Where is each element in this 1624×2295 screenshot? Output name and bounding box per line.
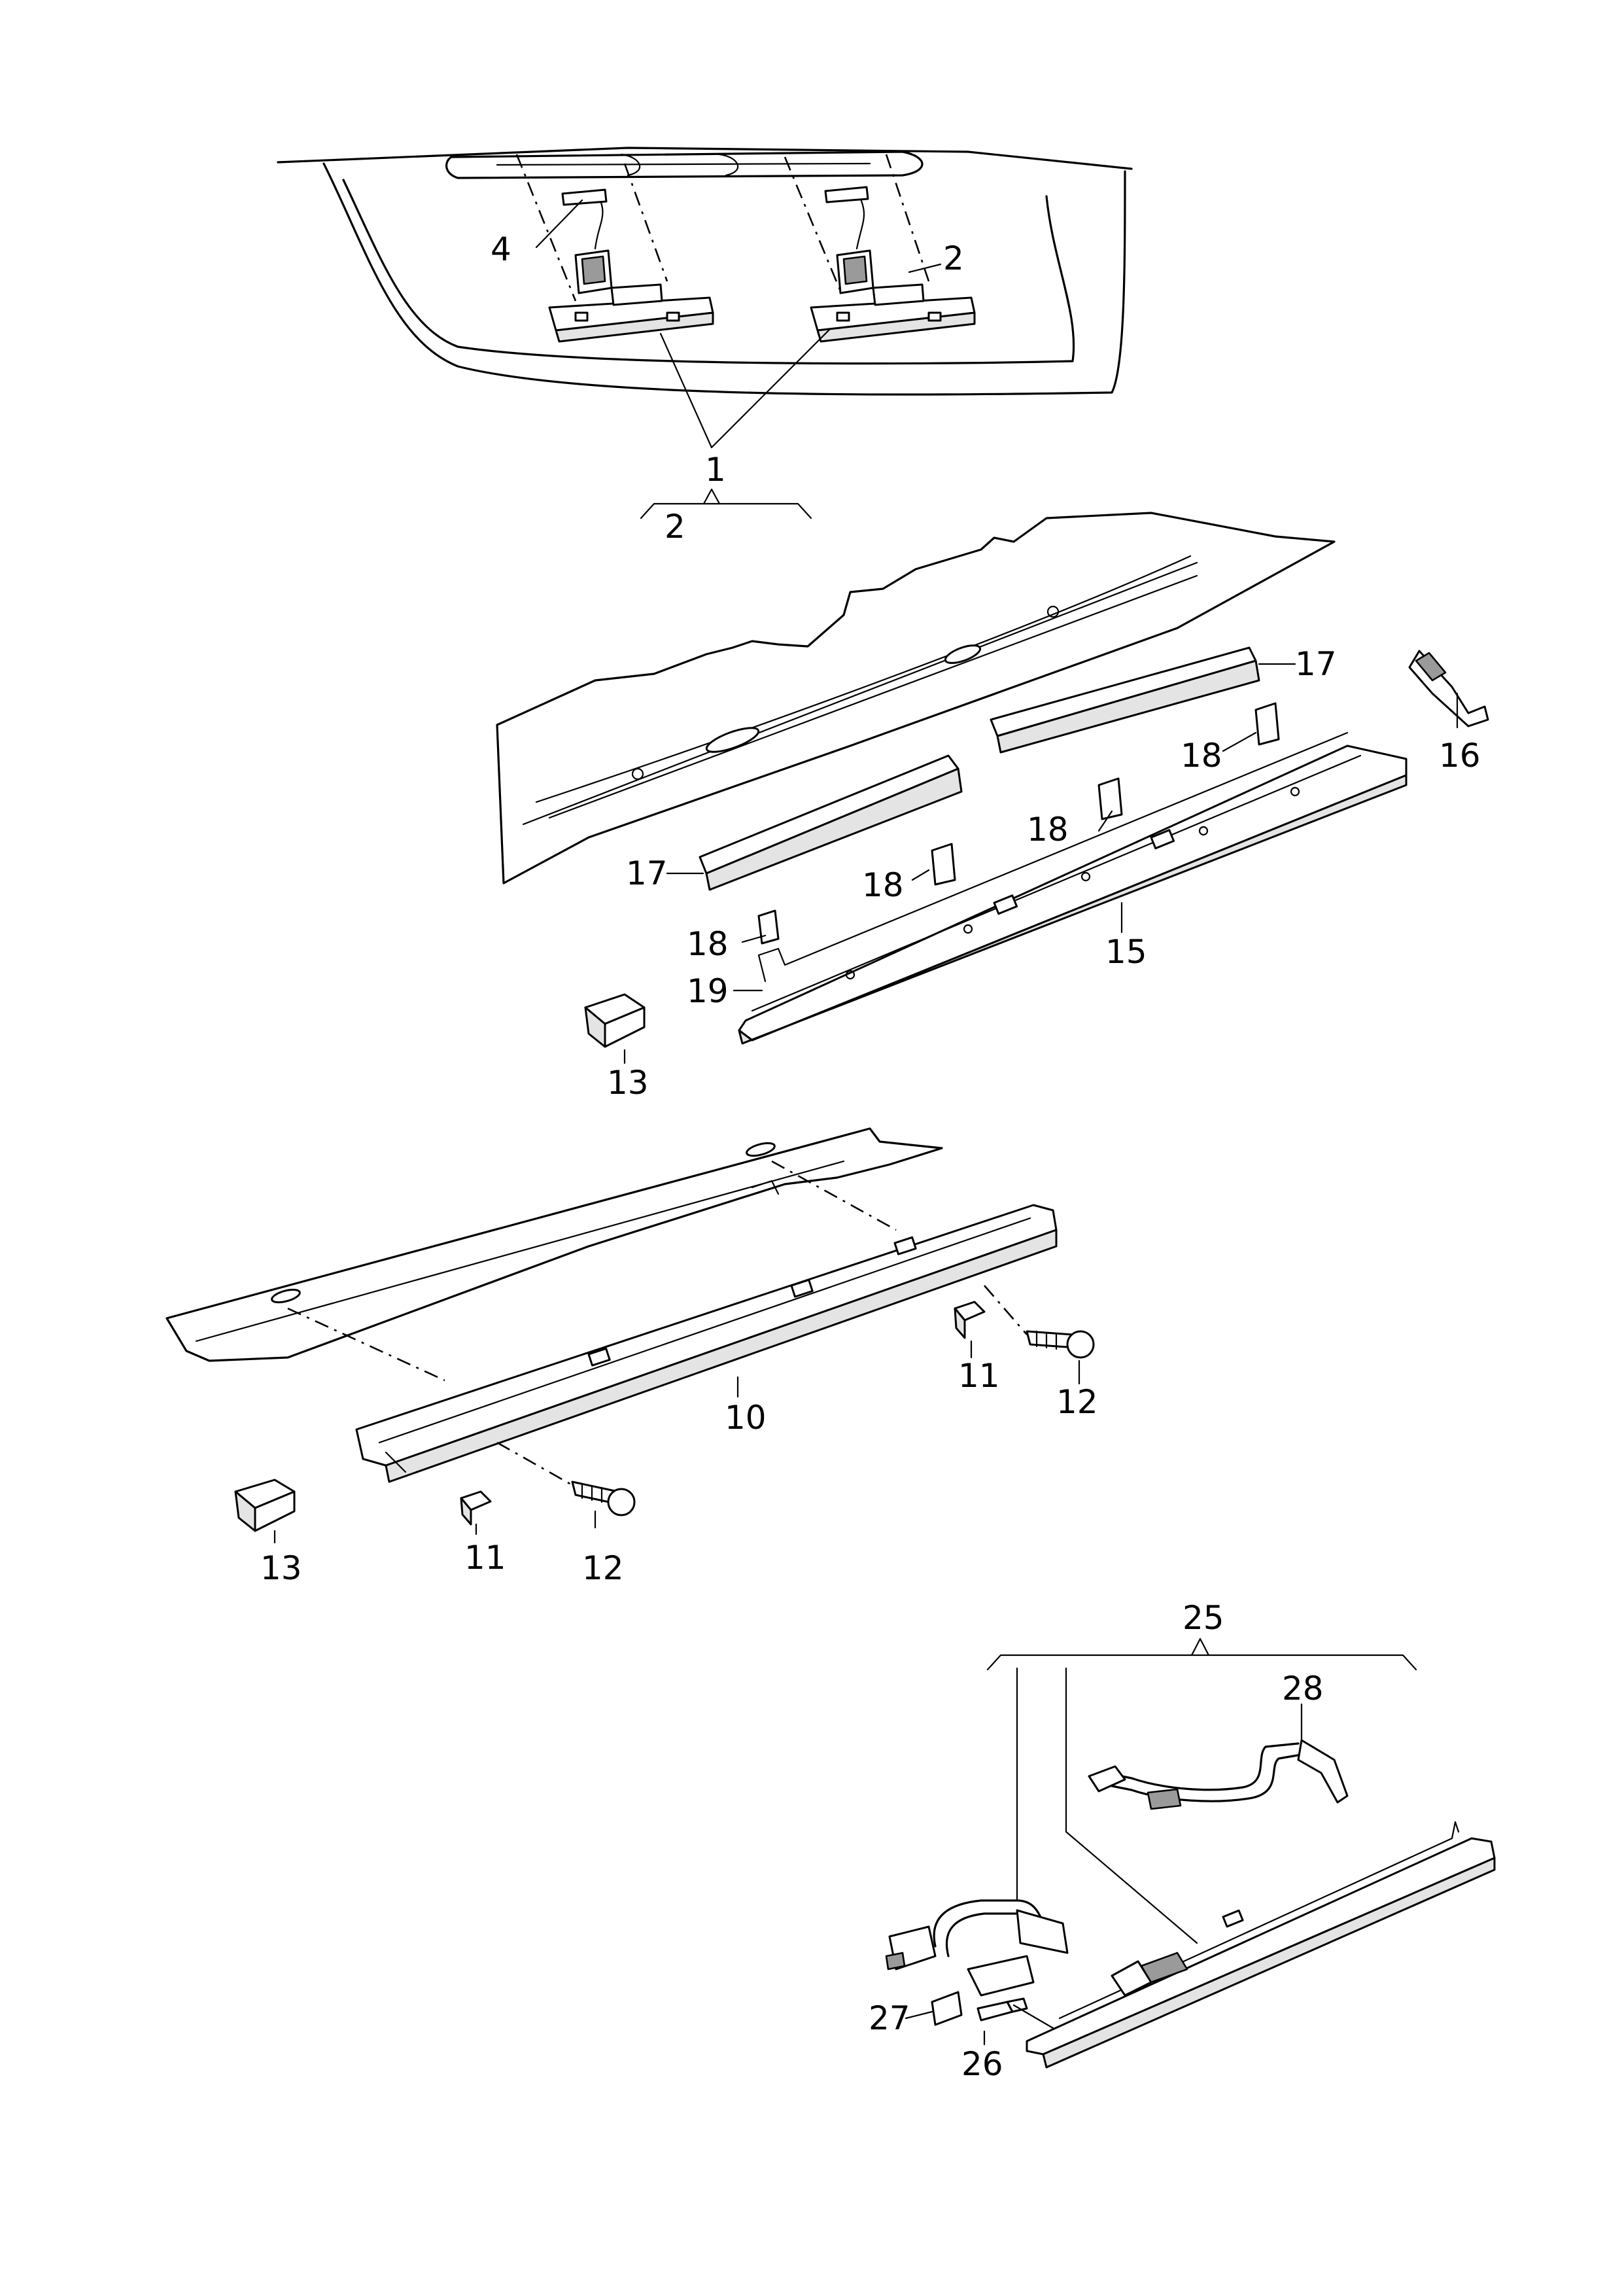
bumper-cover-section — [496, 512, 1336, 885]
callout-18-c: 18 — [862, 866, 904, 904]
callout-18-b: 18 — [1027, 811, 1069, 849]
mounting-bracket-18 — [757, 702, 1280, 945]
callout-18-d: 18 — [687, 925, 729, 963]
callout-2-group: 2 — [665, 508, 685, 546]
callout-13-lower: 13 — [260, 1549, 302, 1587]
callout-4: 4 — [491, 230, 511, 268]
callout-11-left: 11 — [464, 1539, 506, 1577]
group-4-leaders — [905, 1667, 1303, 2046]
group-3-leaders — [273, 1160, 1080, 1544]
callout-13-upper: 13 — [607, 1064, 649, 1102]
callout-10: 10 — [725, 1399, 767, 1437]
screw-12-right — [1026, 1330, 1095, 1359]
clip-16 — [1408, 650, 1489, 727]
tailgate-panel — [277, 147, 1133, 396]
callout-17-left: 17 — [626, 854, 668, 892]
mounting-panel — [165, 1127, 943, 1362]
callout-18-a: 18 — [1181, 737, 1222, 775]
light-strip — [1026, 1821, 1496, 2069]
nut-11-right — [954, 1301, 986, 1339]
group-25-bracket — [986, 1638, 1417, 1671]
callout-1: 1 — [705, 451, 726, 489]
rubber-strip-left — [699, 754, 963, 891]
callout-19: 19 — [687, 972, 729, 1010]
rubber-strip-right — [990, 646, 1260, 754]
license-plate-light-left — [548, 188, 714, 343]
callout-17-right: 17 — [1295, 645, 1337, 683]
clip-13-upper — [584, 993, 646, 1048]
nut-11-left — [460, 1490, 492, 1526]
wiring-connector-lower — [885, 1899, 1069, 1997]
trim-rail-10 — [355, 1204, 1058, 1483]
group-1-leaders — [515, 154, 942, 519]
license-plate-light-right — [810, 186, 976, 343]
wiring-harness-28 — [1088, 1739, 1349, 1810]
callout-11-right: 11 — [958, 1357, 1000, 1395]
screw-12-left — [571, 1480, 636, 1516]
group-2-leaders — [623, 663, 1459, 1064]
callout-12-left: 12 — [582, 1549, 624, 1587]
callout-25: 25 — [1183, 1599, 1224, 1637]
callout-12-right: 12 — [1056, 1383, 1098, 1421]
reflector-trim-15 — [738, 731, 1408, 1045]
callout-16: 16 — [1439, 737, 1481, 775]
clip-13-lower — [234, 1479, 296, 1532]
callout-2: 2 — [943, 239, 964, 277]
callout-15: 15 — [1105, 933, 1147, 971]
bulb-26 — [976, 1997, 1028, 2022]
clip-27 — [931, 1991, 963, 2026]
callout-28: 28 — [1282, 1670, 1324, 1708]
callout-26: 26 — [961, 2045, 1003, 2083]
callout-27: 27 — [869, 1999, 910, 2037]
